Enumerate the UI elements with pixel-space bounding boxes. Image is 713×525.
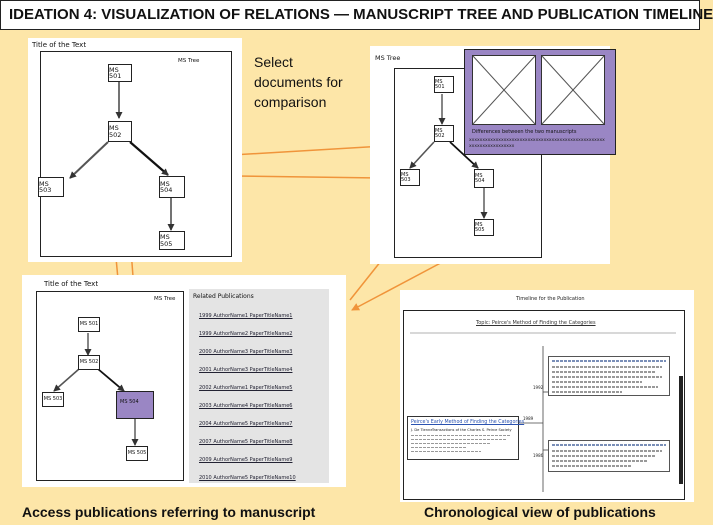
tree-node[interactable]: MS 504	[159, 176, 185, 198]
text-line	[552, 455, 656, 457]
text-line	[411, 451, 481, 452]
text-line	[552, 391, 622, 393]
text-line	[411, 439, 507, 440]
chrono-caption: Chronological view of publications	[424, 504, 656, 520]
manuscript-image-placeholder	[472, 55, 536, 125]
text-line	[552, 360, 666, 362]
timeline-card[interactable]	[548, 356, 670, 396]
tree-label: MS Tree	[178, 58, 200, 64]
publication-card-source: Transactions of the Charles S. Peirce So…	[432, 428, 512, 432]
publication-link[interactable]: 1999 AuthorName1 PaperTitleName1	[199, 313, 293, 319]
arrow-compare-to-pubs	[351, 257, 451, 311]
tree-frame	[40, 51, 232, 257]
publication-link[interactable]: 2001 AuthorName3 PaperTitleName4	[199, 367, 293, 373]
manuscript-image-placeholder	[541, 55, 605, 125]
timeline-year: 1986	[533, 453, 544, 458]
text-line	[552, 460, 648, 462]
text-line	[552, 366, 662, 368]
page-title: IDEATION 4: VISUALIZATION OF RELATIONS —…	[0, 0, 713, 30]
publication-link[interactable]: 2004 AuthorName5 PaperTitleName7	[199, 421, 293, 427]
publication-link[interactable]: 1999 AuthorName2 PaperTitleName2	[199, 331, 293, 337]
tree-node[interactable]: MS 505	[159, 231, 185, 250]
tree-node[interactable]: MS 501	[108, 64, 132, 82]
tree-node[interactable]: MS 503	[42, 392, 64, 407]
manuscript-tree-panel: Title of the Text MS Tree MS 501 MS 502 …	[28, 38, 242, 262]
tree-node[interactable]: MS 503	[38, 177, 64, 197]
timeline-panel: Timeline for the Publication Topic: Peir…	[400, 290, 694, 502]
text-line	[552, 376, 662, 378]
text-line	[411, 443, 491, 444]
tree-node[interactable]: MS 501	[78, 317, 100, 332]
related-publications-list: Related Publications 1999 AuthorName1 Pa…	[189, 289, 329, 483]
publication-link[interactable]: 2000 AuthorName3 PaperTitleName3	[199, 349, 293, 355]
compare-panel: MS Tree MS 501 MS 502 MS 503 MS 504 MS 5…	[370, 46, 616, 264]
publication-link[interactable]: 2009 AuthorName5 PaperTitleName9	[199, 457, 293, 463]
tree-node[interactable]: MS 502	[78, 355, 100, 370]
diff-title: Differences between the two manuscripts	[472, 129, 577, 135]
text-line	[552, 381, 642, 383]
publication-link[interactable]: 2002 AuthorName1 PaperTitleName5	[199, 385, 293, 391]
text-title: Title of the Text	[32, 41, 87, 49]
timeline-frame	[403, 310, 685, 500]
related-publications-heading: Related Publications	[193, 293, 254, 300]
publication-link[interactable]: 2007 AuthorName5 PaperTitleName8	[199, 439, 293, 445]
access-caption: Access publications referring to manuscr…	[22, 504, 316, 520]
publication-link[interactable]: 2010 AuthorName5 PaperTitleName10	[199, 475, 296, 481]
timeline-scrollbar[interactable]	[679, 376, 683, 484]
arrow-back-to-tree	[234, 172, 381, 181]
tree-frame	[36, 291, 184, 481]
text-line	[552, 450, 662, 452]
publication-card[interactable]: Peirce's Early Method of Finding the Cat…	[407, 416, 524, 460]
tree-node[interactable]: MS 501	[434, 76, 454, 93]
timeline-header: Timeline for the Publication	[516, 296, 585, 302]
text-line	[552, 386, 658, 388]
tree-node[interactable]: MS 505	[126, 446, 148, 461]
select-caption: Select documents for comparison	[254, 54, 343, 110]
text-line	[411, 447, 467, 448]
timeline-topic: Topic: Peirce's Method of Finding the Ca…	[476, 320, 596, 326]
tree-node[interactable]: MS 502	[434, 125, 454, 142]
publication-card-title[interactable]: Peirce's Early Method of Finding the Cat…	[411, 420, 525, 425]
tree-node-selected[interactable]: MS 504	[116, 391, 154, 419]
text-line	[552, 444, 666, 446]
text-line	[552, 465, 632, 467]
timeline-year: 1992	[533, 385, 544, 390]
tree-label: MS Tree	[154, 296, 176, 302]
text-line	[552, 371, 656, 373]
timeline-year: 1989	[523, 416, 534, 421]
tree-node[interactable]: MS 503	[400, 169, 420, 186]
diff-popup: Differences between the two manuscripts …	[464, 49, 616, 155]
tree-label: MS Tree	[375, 54, 401, 62]
tree-node[interactable]: MS 502	[108, 121, 132, 142]
text-title: Title of the Text	[44, 280, 99, 288]
publication-card-author: J. De Tienne	[411, 428, 433, 432]
publication-link[interactable]: 2003 AuthorName4 PaperTitleName6	[199, 403, 293, 409]
publications-panel: Title of the Text MS Tree MS 501 MS 502 …	[22, 275, 346, 487]
timeline-card[interactable]	[548, 440, 670, 472]
tree-node[interactable]: MS 505	[474, 219, 494, 236]
tree-node[interactable]: MS 504	[474, 169, 494, 188]
text-line	[411, 435, 511, 436]
diff-text: xxxxxxxxxxxxxxxxxxxxxxxxxxxxxxxxxxxxxxxx…	[469, 138, 605, 149]
